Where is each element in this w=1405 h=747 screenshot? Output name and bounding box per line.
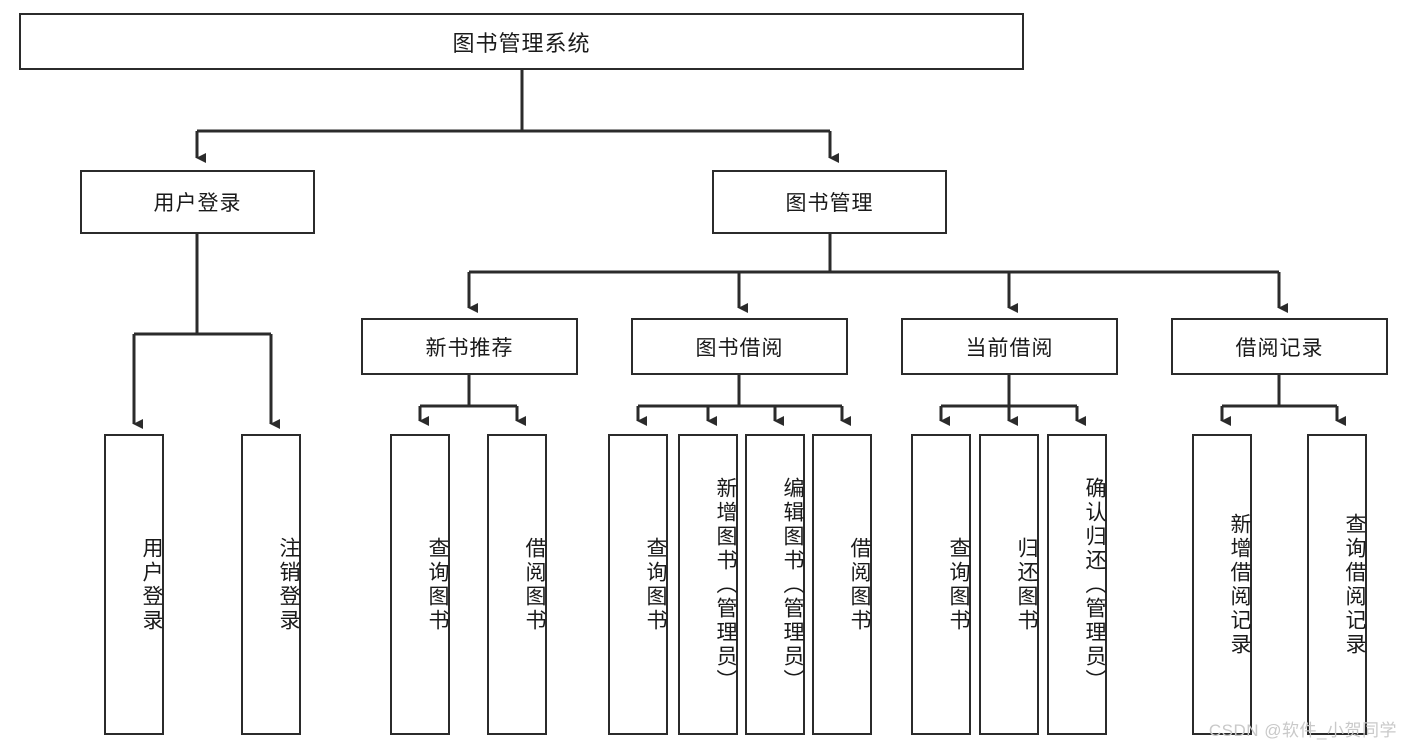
leaf-book-borrow-add[interactable]: 新增图书（管理员）	[678, 434, 738, 735]
node-label: 图书管理	[785, 192, 874, 215]
leaf-user-login-login[interactable]: 用户登录	[104, 434, 164, 735]
node-label: 借阅记录	[1235, 336, 1324, 360]
leaf-book-borrow-query[interactable]: 查询图书	[608, 434, 668, 735]
leaf-current-borrow-query[interactable]: 查询图书	[911, 434, 971, 735]
node-label: 借阅图书	[848, 536, 871, 633]
node-label: 新书推荐	[425, 336, 514, 360]
leaf-current-borrow-return[interactable]: 归还图书	[979, 434, 1039, 735]
node-label: 查询图书	[644, 536, 667, 633]
node-new-book-recommend[interactable]: 新书推荐	[361, 318, 578, 375]
node-label: 新增图书（管理员）	[714, 476, 737, 693]
leaf-new-book-query[interactable]: 查询图书	[390, 434, 450, 735]
node-label: 图书借阅	[695, 336, 784, 360]
node-label: 确认归还（管理员）	[1083, 476, 1106, 693]
node-label: 借阅图书	[523, 536, 546, 633]
node-borrow-record[interactable]: 借阅记录	[1171, 318, 1388, 375]
node-label: 查询借阅记录	[1343, 512, 1366, 657]
node-label: 查询图书	[426, 536, 449, 633]
node-label: 用户登录	[153, 192, 242, 215]
node-label: 新增借阅记录	[1228, 512, 1251, 657]
node-user-login[interactable]: 用户登录	[80, 170, 315, 234]
node-label: 图书管理系统	[452, 30, 591, 56]
node-book-management-system[interactable]: 图书管理系统	[19, 13, 1024, 70]
leaf-current-borrow-confirm-return[interactable]: 确认归还（管理员）	[1047, 434, 1107, 735]
node-label: 编辑图书（管理员）	[781, 476, 804, 693]
leaf-user-login-logout[interactable]: 注销登录	[241, 434, 301, 735]
node-book-management[interactable]: 图书管理	[712, 170, 947, 234]
leaf-borrow-record-query[interactable]: 查询借阅记录	[1307, 434, 1367, 735]
csdn-watermark: CSDN @软件_小贺同学	[1208, 721, 1397, 740]
leaf-new-book-borrow[interactable]: 借阅图书	[487, 434, 547, 735]
node-current-borrow[interactable]: 当前借阅	[901, 318, 1118, 375]
node-label: 用户登录	[140, 536, 163, 633]
node-label: 归还图书	[1015, 536, 1038, 633]
node-label: 当前借阅	[965, 336, 1054, 360]
leaf-book-borrow-edit[interactable]: 编辑图书（管理员）	[745, 434, 805, 735]
node-label: 查询图书	[947, 536, 970, 633]
node-label: 注销登录	[277, 536, 300, 633]
leaf-book-borrow-borrow[interactable]: 借阅图书	[812, 434, 872, 735]
node-book-borrow[interactable]: 图书借阅	[631, 318, 848, 375]
leaf-borrow-record-add[interactable]: 新增借阅记录	[1192, 434, 1252, 735]
